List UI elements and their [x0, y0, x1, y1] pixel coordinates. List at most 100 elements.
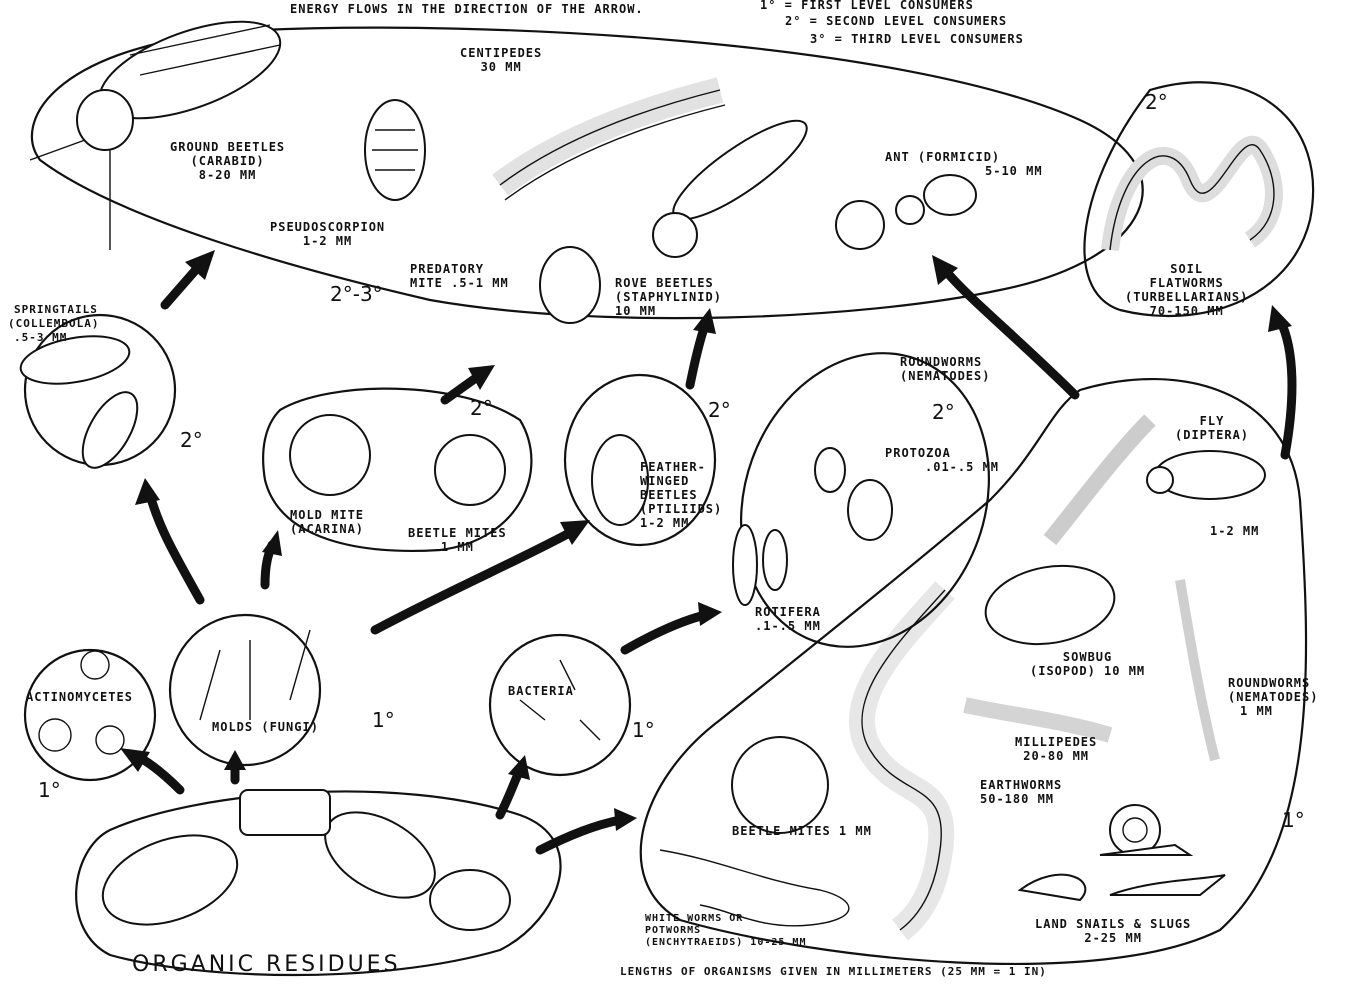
label-feather-winged: FEATHER- WINGED BEETLES (PTILIIDS) 1-2 m…	[640, 460, 722, 530]
label-soil-flatworms: SOIL FLATWORMS (TURBELLARIANS) 70-150 mm	[1125, 262, 1248, 318]
label-rove-beetles: ROVE BEETLES (STAPHYLINID) 10 mm	[615, 276, 722, 318]
feather-winged-name: FEATHER-	[640, 460, 722, 474]
label-beetle-mites-small: BEETLE MITES 1 mm	[408, 526, 507, 554]
rove-beetles-detail: (STAPHYLINID)	[615, 290, 722, 304]
protozoa-size: .01-.5 mm	[885, 460, 999, 474]
land-snails-size: 2-25 mm	[1035, 931, 1191, 945]
land-snails-name: LAND SNAILS & SLUGS	[1035, 917, 1191, 931]
predatory-mite-detail: MITE .5-1 mm	[410, 276, 509, 290]
fly-detail: (DIPTERA)	[1175, 428, 1249, 442]
flatworm-drawing	[1110, 145, 1274, 250]
level-actinomycetes: 1°	[38, 778, 61, 802]
label-sowbug: SOWBUG (ISOPOD) 10 mm	[1030, 650, 1145, 678]
ant-drawing	[836, 175, 976, 249]
ground-beetle-drawing	[30, 2, 292, 250]
footer-note: LENGTHS OF ORGANISMS GIVEN IN MILLIMETER…	[620, 965, 1047, 979]
centipedes-name: CENTIPEDES	[460, 46, 542, 60]
label-molds: MOLDS (FUNGI)	[212, 720, 319, 734]
molds-drawing	[200, 630, 310, 720]
level-bacteria: 1°	[632, 718, 655, 742]
predatory-mite-drawing	[540, 247, 600, 323]
mold-mite-name: MOLD MITE	[290, 508, 364, 522]
ant-name: ANT (FORMICID)	[885, 150, 1043, 164]
label-pseudoscorpion: PSEUDOSCORPION 1-2 mm	[270, 220, 385, 248]
label-springtails: SPRINGTAILS (COLLEMBOLA) .5-3 mm	[8, 303, 99, 345]
label-roundworms-top: ROUNDWORMS (NEMATODES)	[900, 355, 990, 383]
sowbug-name: SOWBUG	[1030, 650, 1145, 664]
legend-third-level: 3° = THIRD LEVEL CONSUMERS	[810, 32, 1024, 46]
sowbug-drawing	[979, 556, 1120, 653]
level-molds: 1°	[372, 708, 395, 732]
bacteria-drawing	[520, 660, 600, 740]
springtails-size: .5-3 mm	[8, 331, 99, 345]
mite-drawings	[290, 415, 505, 505]
legend-energy-flow: ENERGY FLOWS IN THE DIRECTION OF THE ARR…	[290, 2, 644, 16]
organic-residues-drawing	[91, 790, 510, 942]
energy-flow-arrows	[120, 250, 1292, 850]
pseudoscorpion-size: 1-2 mm	[270, 234, 385, 248]
label-predatory-mite: PREDATORY MITE .5-1 mm	[410, 262, 509, 290]
level-mites: 2°	[470, 396, 493, 420]
roundworms-large-detail: (NEMATODES)	[1228, 690, 1318, 704]
millipedes-name: MILLIPEDES	[1015, 735, 1097, 749]
sowbug-detail: (ISOPOD) 10 mm	[1030, 664, 1145, 678]
soil-flatworms-detail: FLATWORMS	[1125, 276, 1248, 290]
rove-beetle-drawing	[653, 106, 818, 257]
label-fly-size: 1-2 mm	[1210, 524, 1259, 538]
label-roundworms-large: ROUNDWORMS (NEMATODES) 1 mm	[1228, 676, 1318, 718]
pseudoscorpion-name: PSEUDOSCORPION	[270, 220, 385, 234]
feather-winged-size: 1-2 mm	[640, 516, 722, 530]
white-worms-name: WHITE WORMS or	[645, 913, 806, 925]
level-beetles: 2°	[708, 398, 731, 422]
earthworms-name: EARTHWORMS	[980, 778, 1062, 792]
rove-beetles-name: ROVE BEETLES	[615, 276, 722, 290]
earthworm-drawing	[862, 590, 945, 930]
ground-beetles-name: GROUND BEETLES	[170, 140, 285, 154]
mold-mite-detail: (ACARINA)	[290, 522, 364, 536]
earthworms-size: 50-180 mm	[980, 792, 1062, 806]
snail-drawing	[1020, 805, 1225, 900]
fly-name: FLY	[1175, 414, 1249, 428]
centipedes-size: 30 mm	[460, 60, 542, 74]
beetle-mite-large-drawing	[732, 737, 828, 833]
springtails-name: SPRINGTAILS	[8, 303, 99, 317]
ant-size: 5-10 mm	[885, 164, 1043, 178]
protozoa-drawing	[815, 448, 892, 540]
legend-second-level: 2° = SECOND LEVEL CONSUMERS	[785, 14, 1007, 28]
bacteria-circle	[490, 635, 630, 775]
label-millipedes: MILLIPEDES 20-80 mm	[1015, 735, 1097, 763]
label-ground-beetles: GROUND BEETLES (CARABID) 8-20 mm	[170, 140, 285, 182]
legend-first-level: 1° = FIRST LEVEL CONSUMERS	[760, 0, 974, 12]
feather-winged-detail: WINGED	[640, 474, 722, 488]
level-top-group: 2°-3°	[330, 282, 383, 306]
roundworms-large-size: 1 mm	[1228, 704, 1318, 718]
pseudoscorpion-drawing	[365, 100, 425, 200]
roundworm-large-drawing	[1180, 580, 1215, 760]
millipede-drawing	[965, 705, 1110, 735]
beetle-mites-small-name: BEETLE MITES	[408, 526, 507, 540]
feather-winged-detail3: (PTILIIDS)	[640, 502, 722, 516]
label-white-worms: WHITE WORMS or POTWORMS (ENCHYTRAEIDS) 1…	[645, 913, 806, 949]
label-ant: ANT (FORMICID) 5-10 mm	[885, 150, 1043, 178]
label-fly: FLY (DIPTERA)	[1175, 414, 1249, 442]
white-worms-detail2: (ENCHYTRAEIDS) 10-25 mm	[645, 937, 806, 949]
soil-flatworms-detail2: (TURBELLARIANS)	[1125, 290, 1248, 304]
springtail-drawing	[17, 329, 148, 477]
rotifera-size: .1-.5 mm	[755, 619, 821, 633]
roundworms-top-name: ROUNDWORMS	[900, 355, 990, 369]
ground-beetles-detail: (CARABID)	[170, 154, 285, 168]
label-organic-residues: ORGANIC RESIDUES	[132, 958, 401, 972]
label-beetle-mites-large: BEETLE MITES 1 mm	[732, 824, 872, 838]
label-protozoa: PROTOZOA .01-.5 mm	[885, 446, 999, 474]
label-bacteria: BACTERIA	[508, 684, 574, 698]
rotifera-name: ROTIFERA	[755, 605, 821, 619]
level-springtails: 2°	[180, 428, 203, 452]
springtails-detail: (COLLEMBOLA)	[8, 317, 99, 331]
label-mold-mite: MOLD MITE (ACARINA)	[290, 508, 364, 536]
roundworms-large-name: ROUNDWORMS	[1228, 676, 1318, 690]
white-worms-detail: POTWORMS	[645, 925, 806, 937]
label-rotifera: ROTIFERA .1-.5 mm	[755, 605, 821, 633]
rove-beetles-size: 10 mm	[615, 304, 722, 318]
label-centipedes: CENTIPEDES 30 mm	[460, 46, 542, 74]
